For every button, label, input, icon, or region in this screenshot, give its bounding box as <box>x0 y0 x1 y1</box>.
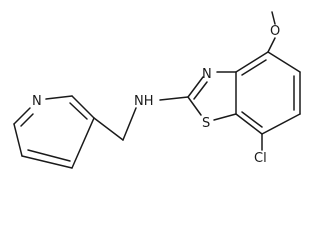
bond-c6-c7 <box>261 113 301 135</box>
bond-py-c3-c2-inner <box>69 102 88 120</box>
atom-label-thiazole-s: S <box>202 116 210 131</box>
bond-c2-s1 <box>187 96 202 116</box>
bond-c7-c7a-inner <box>241 111 263 128</box>
bond-py-n1-c6-inner <box>20 113 34 127</box>
bond-o-c4 <box>267 37 276 53</box>
bond-py-c5-c4 <box>21 155 73 169</box>
bond-nh-ch2 <box>122 107 137 141</box>
atom-label-thiazole-n: N <box>202 67 212 82</box>
atom-label-methoxy-o: O <box>270 24 280 39</box>
atom-label-amine-nh: NH <box>134 94 154 109</box>
bond-py-c4-c3 <box>71 117 95 169</box>
bond-s1-c7a <box>213 113 237 121</box>
bond-py-c6-c5 <box>13 123 23 157</box>
structure-diagram: O N NH N S Cl <box>13 11 301 169</box>
bond-c3a-c4 <box>235 51 269 73</box>
atom-label-pyridine-n: N <box>32 94 42 109</box>
bond-py-n1-c6 <box>13 107 31 125</box>
bond-py-c3-c2 <box>71 95 95 119</box>
bond-n3-c2 <box>187 76 204 98</box>
bond-py-c2-n1 <box>45 95 73 100</box>
bond-lines <box>13 11 301 169</box>
atom-label-chlorine: Cl <box>254 151 267 166</box>
bond-c7-c7a <box>235 113 263 135</box>
bond-methyl-o <box>271 11 276 25</box>
bond-py-c5-c4-inner <box>27 149 71 162</box>
molecule-drawing: O N NH N S Cl <box>13 11 301 169</box>
bond-n3-c2-inner <box>193 81 208 100</box>
bond-c3a-c4-inner <box>241 59 267 76</box>
bond-c4-c5 <box>267 51 301 73</box>
bond-c2-nh <box>159 96 189 101</box>
atom-labels: O N NH N S Cl <box>32 24 280 166</box>
bond-ch2-pyc3 <box>93 117 124 141</box>
